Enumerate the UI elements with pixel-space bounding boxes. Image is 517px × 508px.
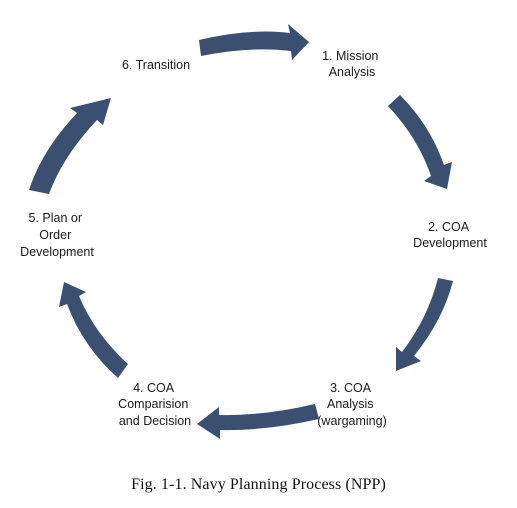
step-5-label: 5. Plan or Order Development — [20, 211, 94, 259]
curved-arrow-icon — [59, 282, 128, 378]
step-5-line-1: 5. Plan or — [29, 211, 83, 225]
planning-cycle-diagram: 1. Mission Analysis 2. COA Development 3… — [20, 24, 487, 439]
step-1-line-2: Analysis — [329, 65, 376, 79]
curved-arrow-icon — [388, 95, 452, 189]
curved-arrow-icon — [199, 24, 309, 60]
step-2-line-2: Development — [413, 236, 487, 250]
step-4-line-1: 4. COA — [133, 381, 175, 395]
step-6-label: 6. Transition — [122, 58, 190, 72]
step-4-line-2: Comparision — [118, 397, 188, 411]
step-4-line-3: and Decision — [119, 414, 191, 428]
curved-arrow-icon — [29, 98, 111, 194]
step-4-label: 4. COA Comparision and Decision — [118, 381, 192, 428]
step-3-line-1: 3. COA — [330, 381, 372, 395]
step-3-line-3: (wargaming) — [317, 414, 386, 428]
figure-caption: Fig. 1-1. Navy Planning Process (NPP) — [131, 476, 386, 493]
step-5-line-3: Development — [20, 245, 94, 259]
step-2-label: 2. COA Development — [413, 220, 487, 250]
step-2-line-1: 2. COA — [428, 220, 470, 234]
step-3-line-2: Analysis — [327, 397, 374, 411]
step-6-line-1: 6. Transition — [122, 58, 190, 72]
step-1-label: 1. Mission Analysis — [322, 49, 382, 79]
step-1-line-1: 1. Mission — [322, 49, 378, 63]
step-5-line-2: Order — [39, 228, 71, 242]
curved-arrow-icon — [396, 278, 453, 371]
curved-arrow-icon — [197, 404, 319, 439]
step-3-label: 3. COA Analysis (wargaming) — [317, 381, 386, 428]
